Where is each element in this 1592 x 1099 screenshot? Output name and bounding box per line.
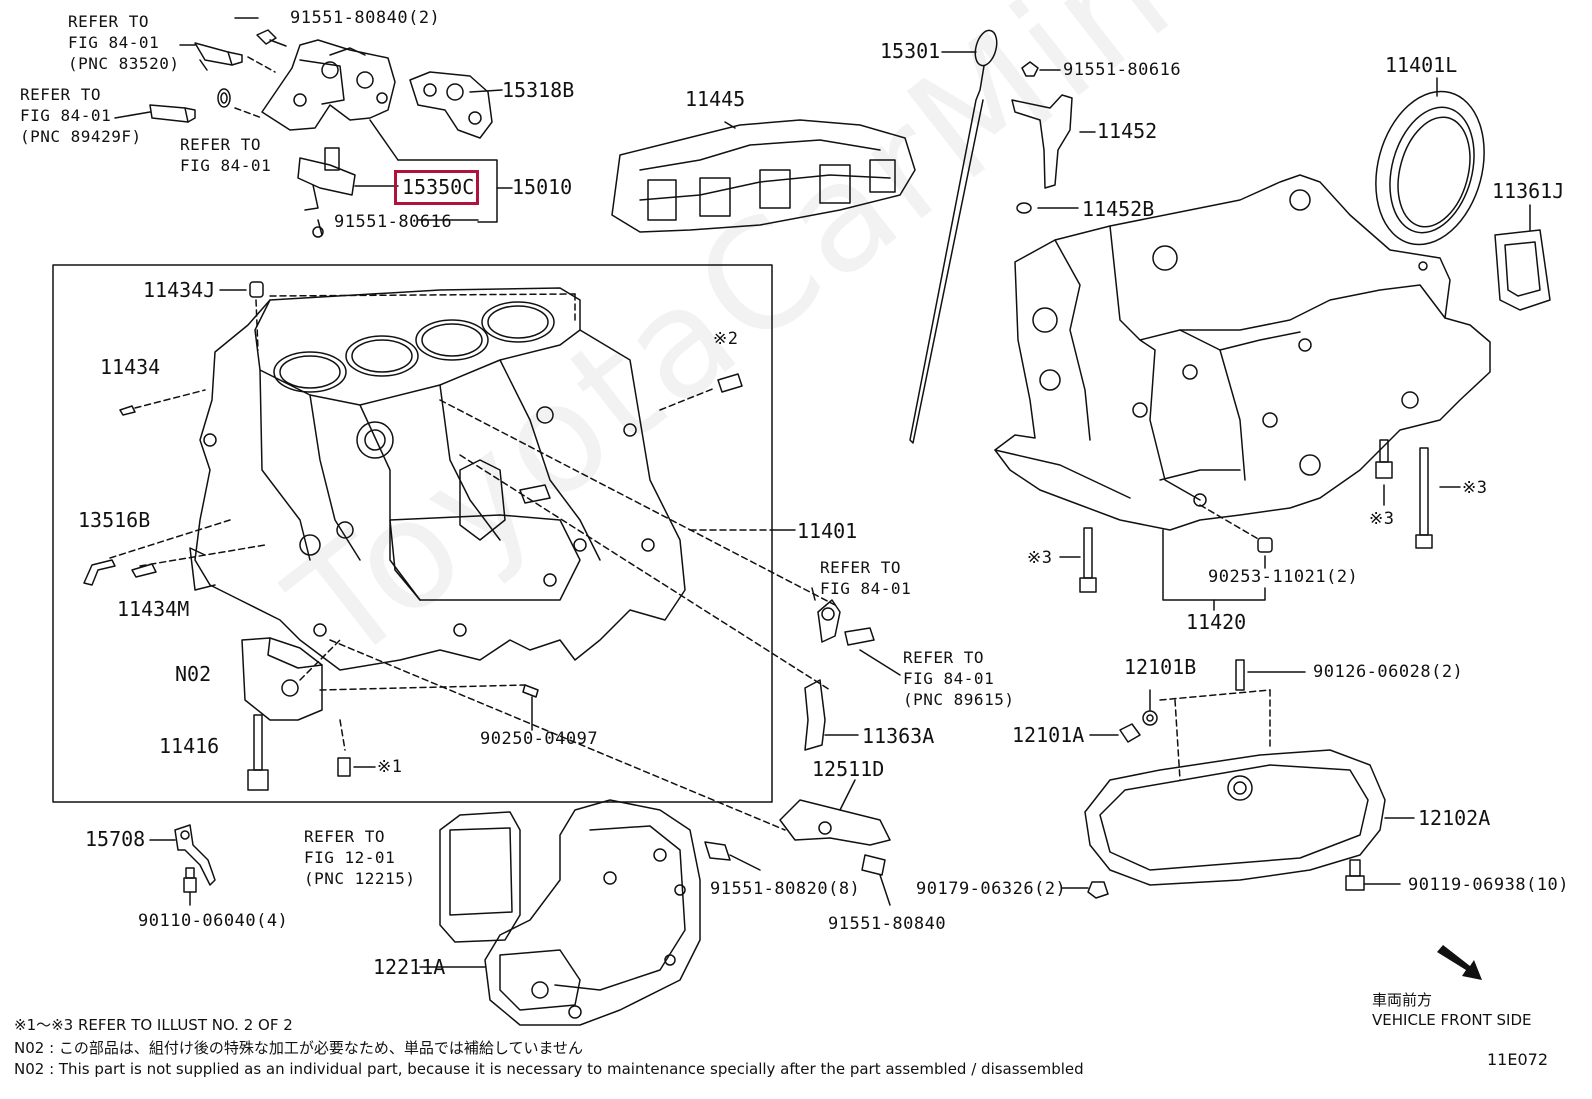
part-label-12211a[interactable]: 12211A	[373, 955, 446, 979]
gasket-11361j-drawing	[1494, 204, 1551, 311]
part-label-12101b[interactable]: 12101B	[1124, 655, 1197, 679]
refer-label-pnc-89429f[interactable]: REFER TO FIG 84-01 (PNC 89429F)	[20, 85, 142, 146]
highlight-box-15350c	[394, 170, 479, 205]
part-label-11434[interactable]: 11434	[100, 355, 161, 379]
part-label-15010[interactable]: 15010	[512, 175, 573, 199]
note-line-2: N02 : この部品は、組付け後の特殊な加工が必要なため、単品では補給していませ…	[14, 1039, 584, 1057]
part-15708-drawing	[149, 824, 216, 906]
part-label-90250-04097[interactable]: 90250-04097	[480, 729, 599, 749]
ocv-valve-drawing	[297, 119, 399, 238]
part-label-11452[interactable]: 11452	[1097, 119, 1158, 143]
part-label-11452b[interactable]: 11452B	[1082, 197, 1155, 221]
vehicle-front-label: 車両前方 VEHICLE FRONT SIDE	[1372, 991, 1532, 1029]
refer-label-pnc-83520[interactable]: REFER TO FIG 84-01 (PNC 83520)	[68, 12, 180, 73]
dipstick-guide-drawing	[1011, 61, 1096, 214]
part-label-13516b[interactable]: 13516B	[78, 508, 151, 532]
note-mark-3-a: ※3	[1462, 478, 1488, 498]
sensor-left-drawing	[149, 29, 287, 123]
oil-seal-drawing	[1375, 77, 1485, 246]
note-mark-3-b: ※3	[1369, 509, 1395, 529]
illustration-code: 11E072	[1487, 1050, 1549, 1069]
block-frame	[52, 264, 773, 803]
part-label-91551-80616-a[interactable]: 91551-80616	[334, 212, 453, 232]
refer-label-pnc-12215[interactable]: REFER TO FIG 12-01 (PNC 12215)	[304, 827, 416, 888]
block-small-parts	[83, 281, 743, 791]
cylinder-block-drawing	[189, 287, 686, 671]
part-label-90119-06938-10[interactable]: 90119-06938(10)	[1408, 875, 1570, 895]
gasket-15318b-drawing	[409, 71, 503, 139]
block-dashed-leaders	[109, 293, 836, 831]
oil-pan-drawing	[1061, 659, 1415, 899]
vehicle-front-arrow	[1437, 945, 1482, 980]
part-label-90179-06326-2[interactable]: 90179-06326(2)	[916, 879, 1067, 899]
part-label-n02[interactable]: N02	[175, 662, 212, 686]
part-label-90253-11021-2[interactable]: 90253-11021(2)	[1208, 567, 1359, 587]
part-label-11361j[interactable]: 11361J	[1492, 179, 1565, 203]
part-label-15301[interactable]: 15301	[880, 39, 941, 63]
part-label-11401[interactable]: 11401	[797, 519, 858, 543]
part-label-11445[interactable]: 11445	[685, 87, 746, 111]
part-label-11420[interactable]: 11420	[1186, 610, 1247, 634]
note-line-3: N02 : This part is not supplied as an in…	[14, 1060, 1084, 1078]
part-label-91551-80820-8[interactable]: 91551-80820(8)	[710, 879, 861, 899]
part-label-15350c[interactable]: 15350C	[402, 175, 475, 199]
timing-cover-drawing	[419, 799, 701, 1026]
refer-label-84-01-b[interactable]: REFER TO FIG 84-01	[820, 558, 912, 598]
note-mark-2: ※2	[713, 329, 739, 349]
part-label-11434j[interactable]: 11434J	[143, 278, 216, 302]
note-mark-1: ※1	[377, 757, 403, 777]
part-11445-drawing	[611, 119, 916, 233]
part-label-12102a[interactable]: 12102A	[1418, 806, 1491, 830]
part-label-91551-80616-b[interactable]: 91551-80616	[1063, 60, 1182, 80]
crankcase-bolts-drawing	[1059, 439, 1461, 611]
dipstick-drawing	[909, 29, 998, 444]
note-line-1: ※1～※3 REFER TO ILLUST NO. 2 OF 2	[14, 1016, 293, 1034]
part-label-15708[interactable]: 15708	[85, 827, 146, 851]
part-12511d-drawing	[704, 779, 891, 906]
part-11363a-drawing	[804, 679, 859, 751]
part-label-11416[interactable]: 11416	[159, 734, 220, 758]
part-label-11401l[interactable]: 11401L	[1385, 53, 1458, 77]
part-label-91551-80840[interactable]: 91551-80840	[828, 914, 947, 934]
part-label-90126-06028-2[interactable]: 90126-06028(2)	[1313, 662, 1464, 682]
part-label-15318b[interactable]: 15318B	[502, 78, 575, 102]
refer-label-pnc-89615[interactable]: REFER TO FIG 84-01 (PNC 89615)	[903, 648, 1015, 709]
part-label-11434m[interactable]: 11434M	[117, 597, 190, 621]
note-mark-3-c: ※3	[1027, 548, 1053, 568]
part-label-91551-80840-2[interactable]: 91551-80840(2)	[290, 8, 441, 28]
part-label-12101a[interactable]: 12101A	[1012, 723, 1085, 747]
part-label-11363a[interactable]: 11363A	[862, 724, 935, 748]
part-label-12511d[interactable]: 12511D	[812, 757, 885, 781]
refer-label-84-01-a[interactable]: REFER TO FIG 84-01	[180, 135, 272, 175]
part-label-90110-06040-4[interactable]: 90110-06040(4)	[138, 911, 289, 931]
oil-control-valve-drawing	[261, 39, 396, 131]
knock-sensor-drawing	[811, 587, 901, 676]
crankcase-drawing	[994, 174, 1491, 531]
